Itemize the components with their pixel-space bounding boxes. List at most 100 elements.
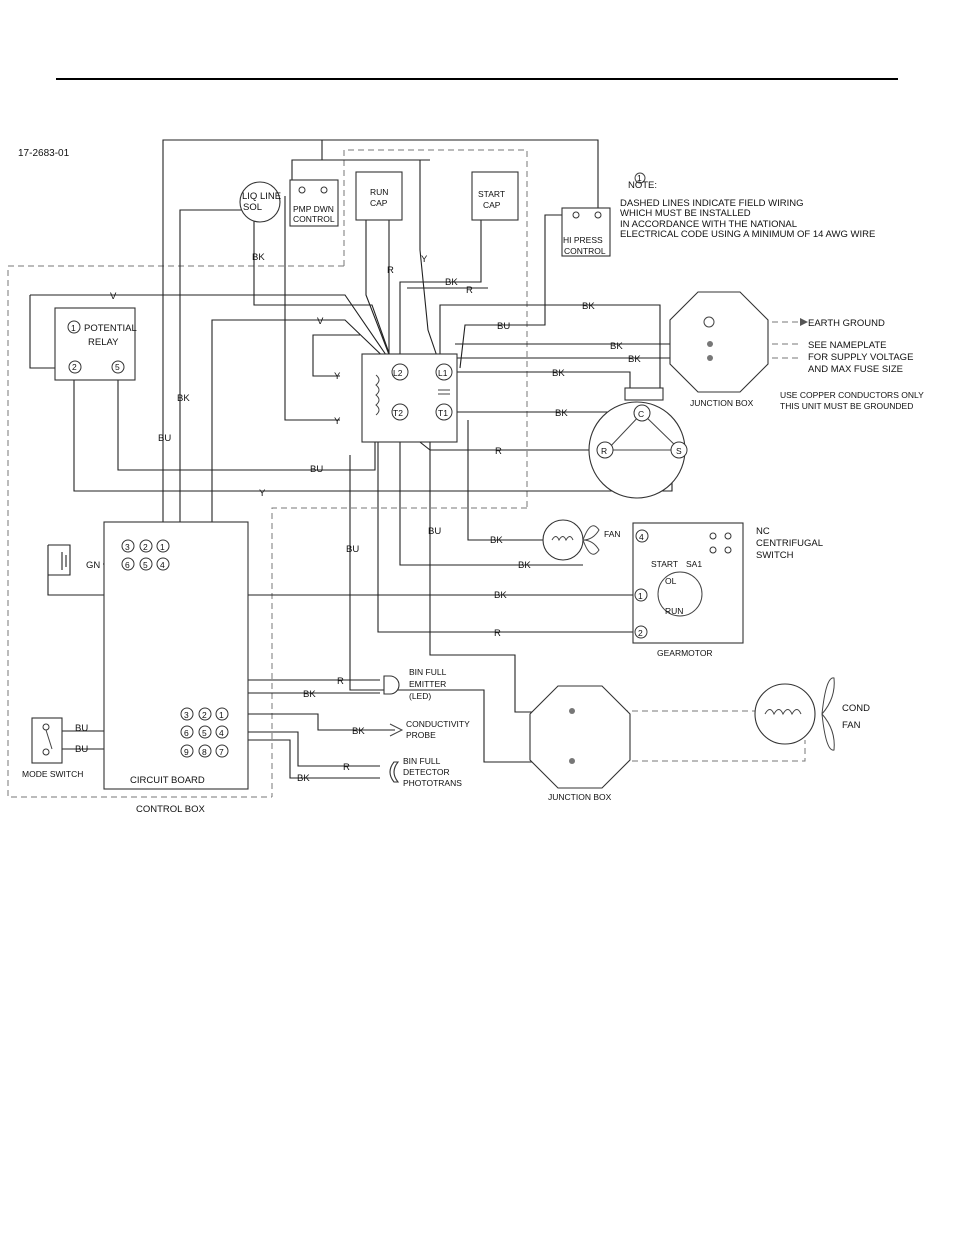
svg-text:START: START [478,189,505,199]
svg-text:6: 6 [125,560,130,570]
svg-text:BU: BU [346,544,359,555]
svg-text:V: V [110,291,117,302]
svg-text:T2: T2 [393,408,403,418]
svg-text:FAN: FAN [604,529,621,539]
header-rule [56,78,898,80]
svg-text:BK: BK [518,560,531,571]
svg-text:(LED): (LED) [409,691,431,701]
svg-text:POTENTIAL: POTENTIAL [84,323,137,334]
svg-text:RUN: RUN [370,187,388,197]
svg-text:LIQ LINE: LIQ LINE [242,191,281,202]
svg-text:RELAY: RELAY [88,337,119,348]
nc-switch-1: NC [756,526,770,537]
svg-text:BK: BK [555,408,568,419]
svg-text:L2: L2 [393,368,403,378]
svg-text:CONTROL: CONTROL [293,214,335,224]
svg-text:5: 5 [115,362,120,372]
svg-text:BK: BK [552,368,565,379]
svg-text:BU: BU [310,464,323,475]
svg-text:R: R [494,628,501,639]
svg-text:GEARMOTOR: GEARMOTOR [657,648,713,658]
svg-text:BIN FULL: BIN FULL [409,667,447,677]
svg-text:BU: BU [158,433,171,444]
svg-text:1: 1 [71,323,76,333]
svg-text:RUN: RUN [665,606,683,616]
svg-text:BK: BK [628,354,641,365]
svg-text:4: 4 [160,560,165,570]
fan-motor: FAN [542,519,621,561]
svg-text:2: 2 [72,362,77,372]
svg-text:3: 3 [125,542,130,552]
svg-text:BK: BK [352,726,365,737]
bin-full-emitter: BIN FULL EMITTER (LED) [383,667,447,701]
svg-text:CONTROL: CONTROL [564,246,606,256]
svg-text:1: 1 [219,710,224,720]
gearmotor: 4 START SA1 OL RUN 1 2 GEARMOTOR [632,522,744,658]
svg-text:BK: BK [610,341,623,352]
svg-text:BK: BK [490,535,503,546]
svg-text:Y: Y [334,416,341,427]
high-pressure-control: HI PRESS CONTROL [561,207,611,257]
note-title: NOTE: [628,180,657,191]
svg-text:1: 1 [637,173,642,183]
svg-text:ELECTRICAL CODE USING A MINIMU: ELECTRICAL CODE USING A MINIMUM OF 14 AW… [620,229,875,240]
nameplate-line-1: SEE NAMEPLATE [808,340,887,351]
potential-relay: 1 POTENTIAL RELAY 2 5 [54,307,137,381]
svg-text:2: 2 [143,542,148,552]
svg-text:COND: COND [842,703,870,714]
svg-text:PMP DWN: PMP DWN [293,204,334,214]
svg-text:R: R [337,676,344,687]
svg-text:R: R [601,446,607,456]
earth-ground-label: EARTH GROUND [808,318,885,329]
svg-text:3: 3 [184,710,189,720]
svg-text:R: R [495,446,502,457]
svg-text:JUNCTION BOX: JUNCTION BOX [690,398,754,408]
condenser-fan: COND FAN [754,677,870,751]
svg-text:9: 9 [184,747,189,757]
svg-text:BU: BU [75,744,88,755]
note-block: 1 NOTE: DASHED LINES INDICATE FIELD WIRI… [620,172,875,240]
svg-text:PROBE: PROBE [406,730,436,740]
nameplate-line-3: AND MAX FUSE SIZE [808,364,903,375]
svg-text:Y: Y [421,254,428,265]
run-capacitor: RUN CAP [355,171,403,221]
svg-text:MODE SWITCH: MODE SWITCH [22,769,83,779]
svg-text:2: 2 [638,628,643,638]
junction-box-2: JUNCTION BOX [529,685,631,802]
svg-text:JUNCTION BOX: JUNCTION BOX [548,792,612,802]
pump-down-control: PMP DWN CONTROL [289,179,339,227]
bin-full-detector: BIN FULL DETECTOR PHOTOTRANS [389,756,462,788]
start-capacitor: START CAP [471,171,519,221]
svg-text:BU: BU [497,321,510,332]
svg-text:BK: BK [297,773,310,784]
svg-text:DETECTOR: DETECTOR [403,767,450,777]
svg-text:5: 5 [202,728,207,738]
svg-text:BK: BK [582,301,595,312]
svg-text:BK: BK [445,277,458,288]
svg-text:Y: Y [334,371,341,382]
nc-switch-3: SWITCH [756,550,794,561]
svg-text:START: START [651,559,678,569]
drawing-number: 17-2683-01 [18,148,70,159]
earth-ground-arrow [800,318,808,326]
svg-text:CAP: CAP [483,200,501,210]
svg-text:SOL: SOL [243,202,262,213]
svg-text:EMITTER: EMITTER [409,679,446,689]
compressor: C R S [588,387,688,499]
contactor: L2 L1 T2 T1 [361,353,458,443]
svg-text:R: R [343,762,350,773]
svg-text:CAP: CAP [370,198,388,208]
svg-text:C: C [638,409,644,419]
copper-note-2: THIS UNIT MUST BE GROUNDED [780,401,913,411]
svg-text:BIN FULL: BIN FULL [403,756,441,766]
svg-text:IN ACCORDANCE WITH THE NATIONA: IN ACCORDANCE WITH THE NATIONAL [620,219,797,230]
svg-text:L1: L1 [438,368,448,378]
svg-text:7: 7 [219,747,224,757]
svg-text:R: R [387,265,394,276]
svg-text:DASHED LINES INDICATE FIELD WI: DASHED LINES INDICATE FIELD WIRING [620,198,804,209]
circuit-board: 3 2 1 6 5 4 3 2 1 6 5 4 9 8 7 CIRCUIT BO… [103,521,249,790]
nc-switch-2: CENTRIFUGAL [756,538,823,549]
svg-text:OL: OL [665,576,677,586]
copper-note-1: USE COPPER CONDUCTORS ONLY [780,390,924,400]
svg-text:4: 4 [639,532,644,542]
